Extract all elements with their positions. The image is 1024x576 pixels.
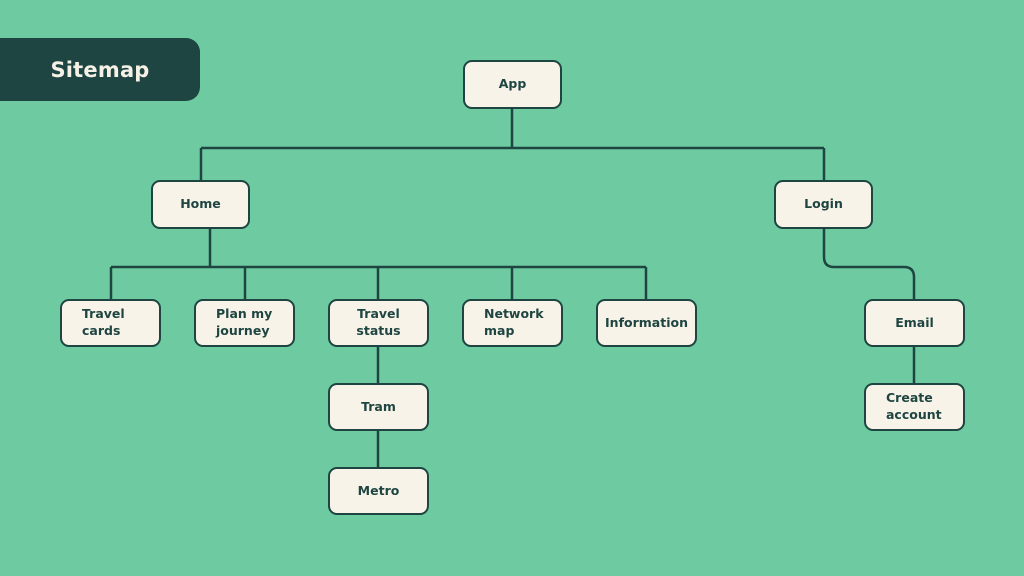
node-information[interactable]: Information: [596, 299, 697, 347]
node-plan-my-journey[interactable]: Plan my journey: [194, 299, 295, 347]
node-label: Tram: [361, 398, 396, 414]
node-metro[interactable]: Metro: [328, 467, 429, 515]
node-label: Travel cards: [82, 306, 125, 338]
node-travel-status[interactable]: Travel status: [328, 299, 429, 347]
node-label: Create account: [886, 390, 942, 422]
node-label: Plan my journey: [216, 306, 273, 338]
node-label: Metro: [357, 482, 400, 498]
node-label: Travel status: [356, 306, 401, 338]
node-login[interactable]: Login: [774, 180, 873, 229]
node-label: Network map: [484, 306, 544, 338]
node-network-map[interactable]: Network map: [462, 299, 563, 347]
node-app[interactable]: App: [463, 60, 562, 109]
node-label: Email: [895, 314, 934, 330]
page-title-banner: Sitemap: [0, 38, 200, 101]
node-tram[interactable]: Tram: [328, 383, 429, 431]
node-travel-cards[interactable]: Travel cards: [60, 299, 161, 347]
node-home[interactable]: Home: [151, 180, 250, 229]
node-label: App: [498, 76, 527, 92]
connector-login-to-email: [822, 229, 916, 299]
page-title: Sitemap: [50, 57, 150, 82]
node-label: Information: [605, 314, 688, 330]
node-label: Login: [804, 196, 843, 212]
node-label: Home: [180, 196, 221, 212]
node-email[interactable]: Email: [864, 299, 965, 347]
node-create-account[interactable]: Create account: [864, 383, 965, 431]
